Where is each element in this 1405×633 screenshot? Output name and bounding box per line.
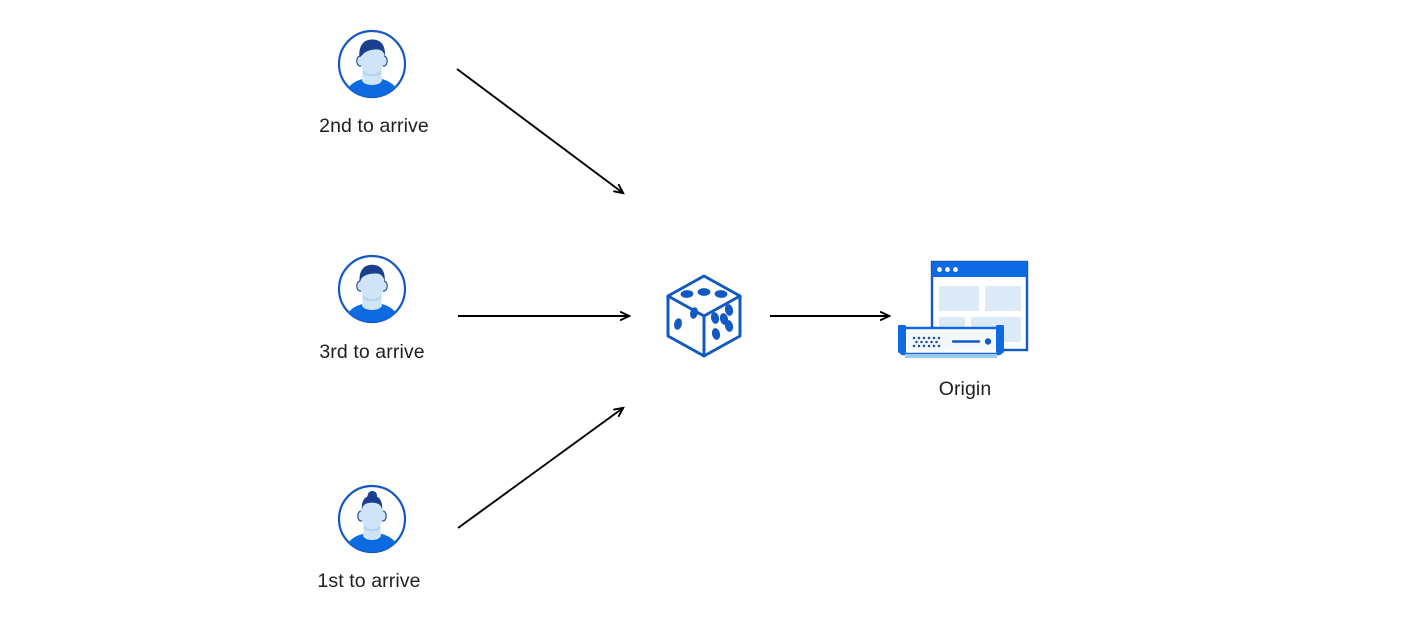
user-avatar-icon <box>337 254 407 324</box>
origin-server-node <box>895 256 1035 366</box>
client-avatar-second <box>336 28 408 100</box>
router-device-icon <box>898 325 1004 358</box>
arrow-first-to-balancer <box>457 408 623 529</box>
random-balancer-node <box>662 272 746 360</box>
client-label-third: 3rd to arrive <box>319 341 425 363</box>
client-avatar-third <box>336 253 408 325</box>
origin-label: Origin <box>938 378 992 400</box>
arrow-second-to-balancer <box>456 68 623 193</box>
user-avatar-icon <box>337 29 407 99</box>
client-label-first: 1st to arrive <box>317 570 421 592</box>
client-avatar-first <box>336 483 408 555</box>
client-label-second: 2nd to arrive <box>319 115 429 137</box>
origin-server-icon <box>898 260 1029 358</box>
dice-icon <box>666 274 742 358</box>
user-avatar-icon <box>337 484 407 554</box>
